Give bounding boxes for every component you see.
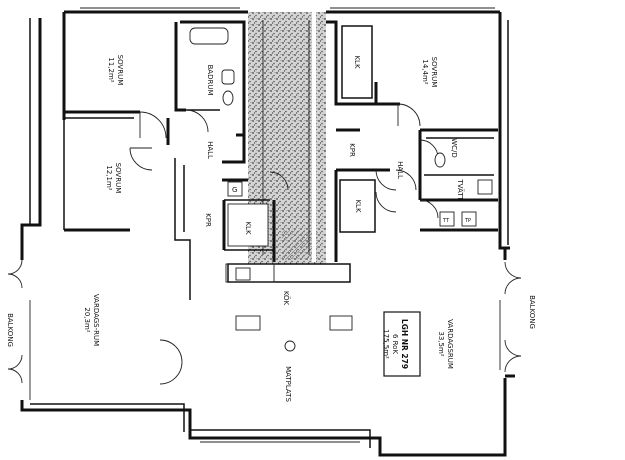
room-name-kpr-left: KPR — [204, 213, 212, 227]
doors — [7, 103, 522, 385]
room-area-vardagsrum-left: 20,3m² — [83, 307, 91, 332]
room-area-sovrum-left-2: 12,1m² — [105, 165, 113, 190]
room-name-sovrum-left-2: SOVRUM — [114, 163, 122, 194]
room-labels: SOVRUM 11,2m² SOVRUM 12,1m² BADRUM HALL … — [6, 55, 536, 403]
apartment-info-box: LGH NR 279 6 RoK 175,5m² — [382, 311, 421, 377]
apartment-rooms: 6 RoK — [391, 334, 399, 355]
room-name-kok: KÖK — [282, 291, 291, 306]
room-name-kpr-right: KPR — [348, 143, 356, 157]
fixtures: G TT TP — [189, 27, 493, 352]
room-name-klk-right-mid: KLK — [354, 199, 362, 212]
room-name-matplats: MATPLATS — [284, 366, 292, 402]
apartment-area: 175,5m² — [382, 329, 390, 359]
room-name-vardagsrum-right: VARDAGSRUM — [446, 319, 454, 369]
room-area-sovrum-left-1: 11,2m² — [107, 57, 115, 82]
room-name-balkong-right: BALKONG — [528, 295, 536, 329]
fixture-g-label: G — [232, 186, 237, 194]
room-name-vardagsrum-left: VARDAGS-RUM — [92, 294, 100, 346]
room-name-klk-left: KLK — [244, 221, 252, 234]
apartment-number: LGH NR 279 — [400, 319, 409, 369]
room-name-balkong-left: BALKONG — [6, 313, 14, 347]
fixture-tp-label: TP — [464, 218, 471, 224]
outer-walls — [20, 10, 515, 457]
room-name-sovrum-right: SOVRUM — [430, 57, 438, 88]
room-name-sovrum-left-1: SOVRUM — [116, 55, 124, 86]
room-name-badrum: BADRUM — [206, 64, 214, 95]
interior-walls — [63, 20, 498, 300]
room-area-vardagsrum-right: 33,5m² — [437, 331, 445, 356]
windows — [29, 7, 501, 443]
room-area-sovrum-right: 14,4m² — [421, 59, 429, 84]
room-name-wc-dusch: WC/D — [450, 138, 458, 158]
fixture-tt-label: TT — [442, 218, 450, 224]
room-name-tvatt: TVÄTT — [456, 178, 465, 201]
room-name-hall-right: HALL — [396, 161, 404, 179]
room-name-hall-left: HALL — [206, 141, 214, 159]
room-name-klk-right-top: KLK — [353, 55, 361, 68]
